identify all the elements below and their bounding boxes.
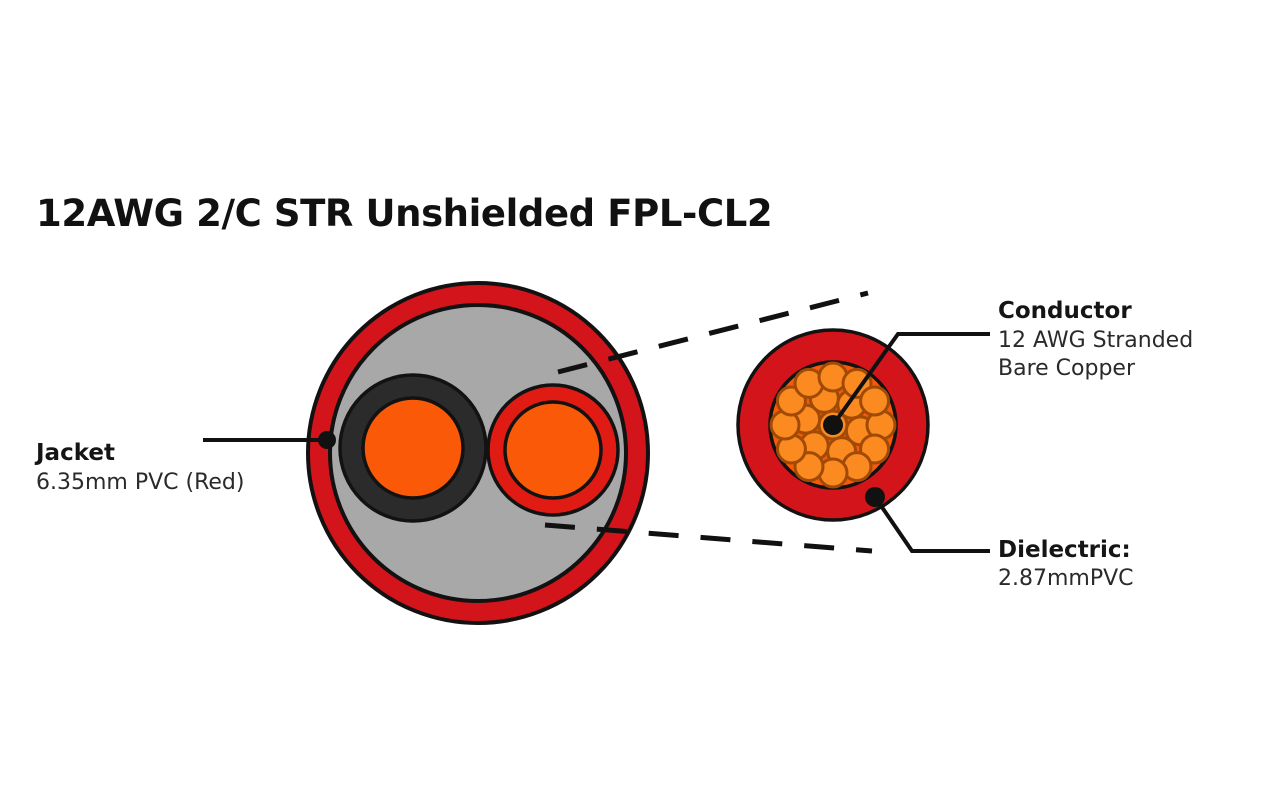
- page-title: 12AWG 2/C STR Unshielded FPL-CL2: [36, 192, 772, 235]
- dielectric-leader-dot: [865, 487, 885, 507]
- leader-line-group: [203, 332, 990, 553]
- magnifier-link-group: [544, 290, 873, 554]
- detail-magnified-conductor-view: [736, 328, 930, 522]
- upper-dashed-link: [557, 290, 869, 375]
- copper-strand-group: [769, 361, 897, 489]
- callout-conductor: Conductor 12 AWG Stranded Bare Copper: [998, 298, 1193, 381]
- copper-strand: [859, 385, 891, 417]
- conductor-red-copper-core: [503, 400, 603, 500]
- conductor-leader-dot: [823, 415, 843, 435]
- jacket-leader-dot: [318, 431, 336, 449]
- callout-jacket-heading: Jacket: [34, 440, 115, 466]
- main-cross-section-view: [306, 281, 650, 625]
- callout-jacket: Jacket 6.35mm PVC (Red): [34, 440, 244, 495]
- callout-conductor-detail-line2: Bare Copper: [998, 356, 1136, 381]
- lower-dashed-link: [544, 522, 873, 554]
- callout-jacket-detail: 6.35mm PVC (Red): [36, 470, 244, 495]
- callout-dielectric: Dielectric: 2.87mmPVC: [998, 537, 1134, 591]
- dielectric-leader-line: [873, 495, 990, 553]
- callout-dielectric-heading: Dielectric:: [998, 537, 1131, 563]
- conductor-leader-line: [831, 332, 990, 427]
- conductor-black-copper-core: [361, 396, 465, 500]
- callout-conductor-heading: Conductor: [998, 298, 1132, 324]
- callout-conductor-detail-line1: 12 AWG Stranded: [998, 328, 1193, 353]
- callout-dielectric-detail: 2.87mmPVC: [998, 566, 1134, 591]
